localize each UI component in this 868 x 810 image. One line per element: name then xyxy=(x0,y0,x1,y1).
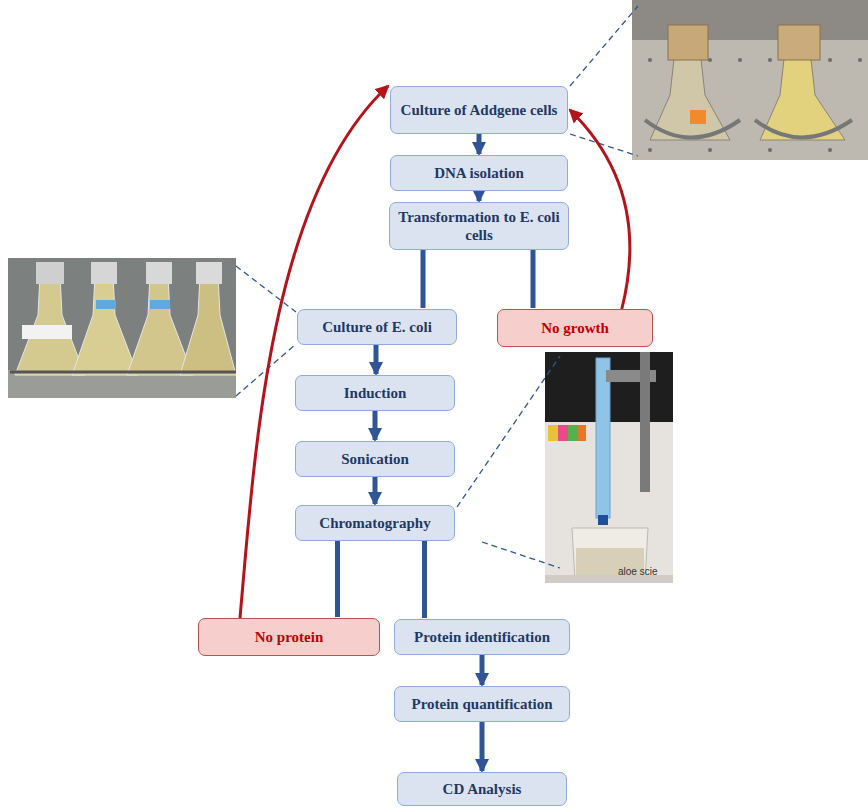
flow-arrow xyxy=(335,541,340,617)
box-label: Transformation to E. coli cells xyxy=(398,208,560,244)
process-box: CD Analysis xyxy=(397,772,567,806)
box-label: Chromatography xyxy=(319,514,430,532)
leader-lines xyxy=(236,6,638,568)
flow-arrow xyxy=(531,250,536,308)
flow-arrow xyxy=(480,722,485,771)
box-label: Culture of Addgene cells xyxy=(401,101,558,119)
photo-text: aloe scie xyxy=(618,566,657,577)
flow-arrow xyxy=(421,250,426,308)
process-box: Induction xyxy=(295,375,455,411)
box-label: No protein xyxy=(255,628,323,646)
box-label: Culture of E. coli xyxy=(322,318,432,336)
flow-arrow xyxy=(373,411,378,440)
chromatography-photo xyxy=(545,352,673,583)
box-label: Induction xyxy=(344,384,407,402)
outcome-box: No protein xyxy=(198,618,380,656)
process-box: Culture of E. coli xyxy=(297,309,457,345)
outcome-box: No growth xyxy=(497,309,653,347)
flow-arrow xyxy=(477,191,482,201)
return-arrow xyxy=(570,110,630,309)
box-label: No growth xyxy=(541,319,609,337)
flow-arrow xyxy=(373,477,378,504)
box-label: DNA isolation xyxy=(434,164,524,182)
flow-arrow xyxy=(422,541,427,618)
process-box: Protein identification xyxy=(394,619,570,655)
flow-arrow xyxy=(477,134,482,154)
process-box: Protein quantification xyxy=(394,686,570,722)
process-box: Transformation to E. coli cells xyxy=(389,202,569,250)
flow-arrow xyxy=(480,655,485,685)
process-box: Sonication xyxy=(295,441,455,477)
process-box: DNA isolation xyxy=(390,155,568,191)
flow-arrow xyxy=(374,345,379,374)
box-label: CD Analysis xyxy=(443,780,522,798)
process-box: Culture of Addgene cells xyxy=(390,86,568,134)
flask-photo-left xyxy=(8,258,236,398)
flask-photo-top xyxy=(632,0,868,160)
box-label: Protein quantification xyxy=(412,695,553,713)
box-label: Protein identification xyxy=(414,628,550,646)
box-label: Sonication xyxy=(341,450,409,468)
process-box: Chromatography xyxy=(295,505,455,541)
